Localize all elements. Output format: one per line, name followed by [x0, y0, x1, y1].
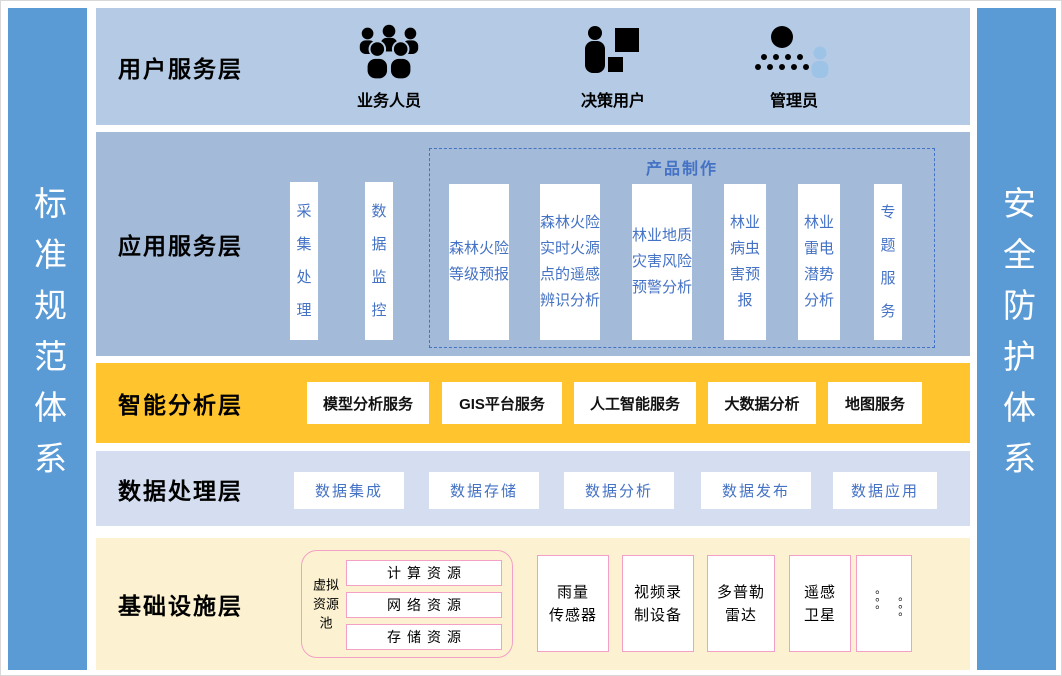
product-item-lightning-potential: 林业雷电潜势分析 [798, 184, 840, 340]
data-item-analysis: 数据分析 [564, 472, 674, 509]
resource-storage: 存储资源 [346, 624, 502, 650]
role-business-users: 业务人员 [347, 24, 431, 111]
analysis-item-gis-platform: GIS平台服务 [442, 382, 562, 424]
virtual-pool-label: 虚拟资源池 [312, 577, 339, 631]
app-layer-label: 应用服务层 [118, 233, 243, 259]
ellipsis-dots-icon: 。。。 [867, 589, 879, 618]
right-bar-label: 安全防护体系 [998, 186, 1036, 492]
layer-intelligent-analysis: 智能分析层 模型分析服务 GIS平台服务 人工智能服务 大数据分析 地图服务 [96, 363, 970, 443]
analysis-item-big-data: 大数据分析 [708, 382, 816, 424]
resource-computing: 计算资源 [346, 560, 502, 586]
app-item-data-monitoring: 数据监控 [365, 182, 393, 340]
product-item-thematic-service: 专题服务 [874, 184, 902, 340]
right-security-bar: 安全防护体系 [977, 8, 1056, 670]
product-item-geological-disaster-warning: 林业地质灾害风险预警分析 [632, 184, 692, 340]
layer-application-service: 应用服务层 采集处理 数据监控 产品制作 森林火险等级预报 森林火险实时火源点的… [96, 132, 970, 356]
infra-layer-label: 基础设施层 [118, 593, 243, 619]
more-devices-ellipsis: 。。。 。。。 [856, 555, 912, 652]
analysis-layer-label: 智能分析层 [118, 392, 243, 418]
role-label: 业务人员 [356, 93, 421, 110]
user-layer-label: 用户服务层 [118, 55, 243, 82]
product-group: 产品制作 森林火险等级预报 森林火险实时火源点的遥感辨识分析 林业地质灾害风险预… [429, 148, 935, 348]
app-item-collection-processing: 采集处理 [290, 182, 318, 340]
device-remote-sensing-satellite: 遥感 卫星 [789, 555, 851, 652]
product-item-fire-source-remote-sensing: 森林火险实时火源点的遥感辨识分析 [540, 184, 600, 340]
device-rain-sensor: 雨量 传感器 [537, 555, 609, 652]
device-video-recorder: 视频录 制设备 [622, 555, 694, 652]
layer-user-service: 用户服务层 业务人员 [96, 8, 970, 125]
device-doppler-radar: 多普勒 雷达 [707, 555, 775, 652]
analysis-item-model-service: 模型分析服务 [307, 382, 429, 424]
data-item-storage: 数据存储 [429, 472, 539, 509]
admin-hierarchy-icon [755, 26, 829, 78]
data-item-publishing: 数据发布 [701, 472, 811, 509]
left-standard-bar: 标准规范体系 [8, 8, 87, 670]
layer-infrastructure: 基础设施层 虚拟资源池 计算资源 网络资源 存储资源 雨量 传感器 视频录 制设… [96, 538, 970, 670]
left-bar-label: 标准规范体系 [29, 186, 67, 492]
role-admin: 管理员 [752, 24, 836, 111]
resource-network: 网络资源 [346, 592, 502, 618]
role-label: 决策用户 [580, 93, 645, 110]
decision-user-icon [585, 26, 639, 73]
role-decision-users: 决策用户 [571, 24, 655, 111]
virtual-resource-pool: 虚拟资源池 计算资源 网络资源 存储资源 [301, 550, 513, 658]
role-label: 管理员 [769, 93, 818, 110]
product-item-fire-risk-forecast: 森林火险等级预报 [449, 184, 509, 340]
data-item-integration: 数据集成 [294, 472, 404, 509]
layer-data-processing: 数据处理层 数据集成 数据存储 数据分析 数据发布 数据应用 [96, 451, 970, 526]
analysis-item-map-service: 地图服务 [828, 382, 922, 424]
product-group-title: 产品制作 [645, 161, 718, 178]
ellipsis-dots-icon: 。。。 [890, 596, 902, 625]
data-layer-label: 数据处理层 [118, 477, 243, 504]
data-item-application: 数据应用 [833, 472, 937, 509]
analysis-item-ai-service: 人工智能服务 [574, 382, 696, 424]
product-item-pest-forecast: 林业病虫害预报 [724, 184, 766, 340]
crowd-icon [359, 24, 419, 81]
